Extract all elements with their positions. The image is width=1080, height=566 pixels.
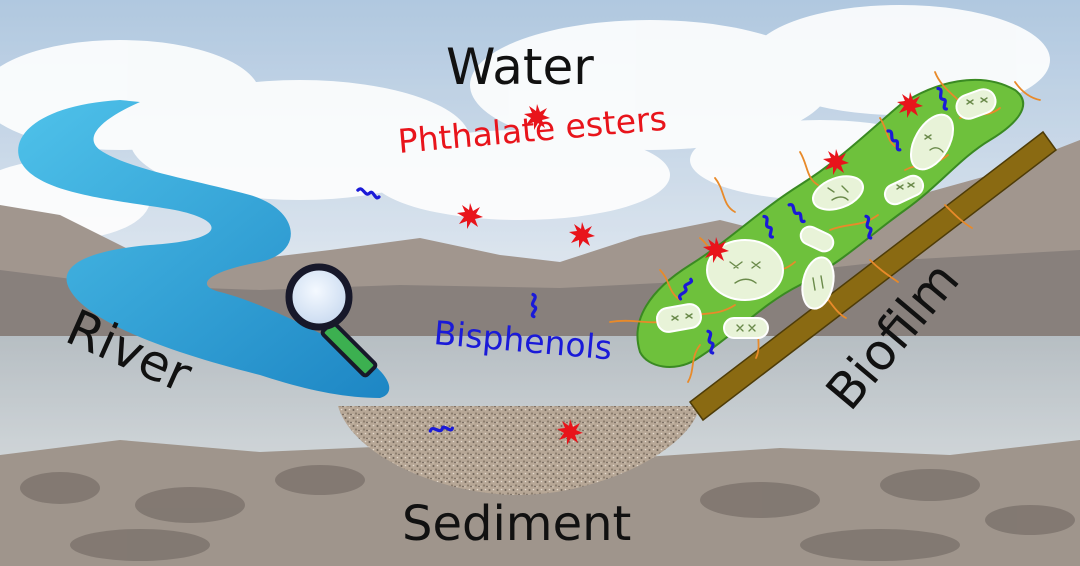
sediment-label: Sediment <box>402 496 632 552</box>
biofilm-substrate <box>688 130 1058 422</box>
river-shape <box>18 100 390 398</box>
magnifying-glass-icon <box>285 263 378 378</box>
water-label: Water <box>446 38 594 96</box>
sediment-bowl <box>338 406 700 495</box>
biofilm-mass <box>609 71 1041 383</box>
